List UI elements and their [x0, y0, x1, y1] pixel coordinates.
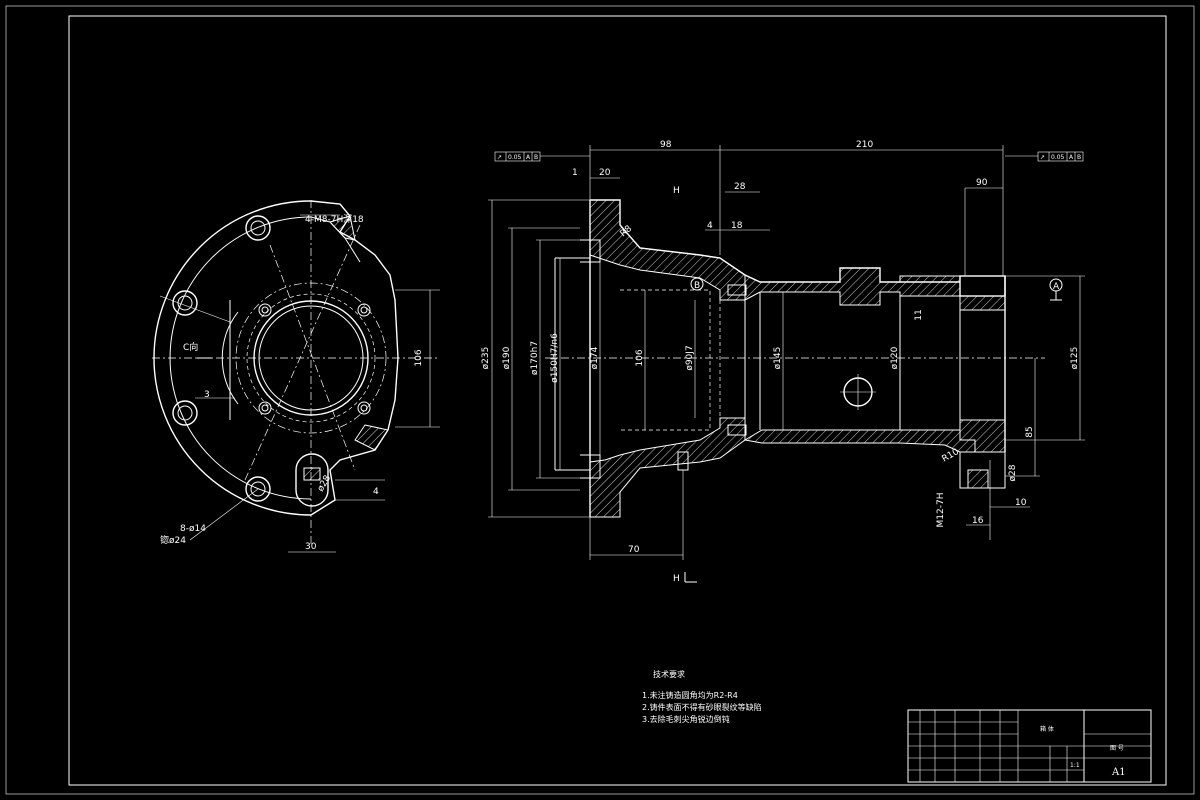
dim-170: ø170h7 [530, 341, 540, 375]
svg-text:A: A [526, 154, 531, 161]
dim-145: ø145 [773, 347, 783, 370]
dim-90: 90 [976, 178, 988, 188]
section-mark-top: H [673, 186, 680, 196]
dim-4-top: 4 [707, 221, 713, 231]
svg-text:0.05: 0.05 [508, 154, 522, 161]
tolerance-frame-right: ↗ 0.05 A B [1005, 151, 1084, 162]
holes-note: 8-ø14 [180, 524, 206, 534]
dim-10: 10 [1015, 498, 1027, 508]
dim-90j7: ø90J7 [685, 345, 695, 370]
tolerance-frame-left: ↗ 0.05 A B [494, 151, 590, 162]
svg-text:A: A [1053, 282, 1060, 292]
outer-border [5, 5, 1195, 795]
scale-value: 1:1 [1070, 762, 1080, 769]
sheet-size: A1 [1111, 767, 1126, 778]
left-view: 106 30 3 4 C向 4-M8-7H深18 ø28 8-ø14 锪ø24 [152, 200, 440, 553]
svg-text:↗: ↗ [497, 154, 502, 161]
dim-235: ø235 [481, 347, 491, 370]
dim-210: 210 [856, 140, 873, 150]
dim-106-left: 106 [414, 349, 424, 366]
svg-text:A: A [1069, 154, 1074, 161]
note-line-2: 2.铸件表面不得有砂眼裂纹等缺陷 [642, 702, 762, 712]
section-mark-bottom: H [673, 574, 680, 584]
dim-85: 85 [1025, 426, 1035, 437]
dim-174: ø174 [590, 346, 600, 369]
drawing-name: 图 号 [1110, 745, 1124, 752]
svg-text:↗: ↗ [1040, 154, 1045, 161]
datum-b-marker [690, 277, 704, 291]
svg-text:0.05: 0.05 [1051, 154, 1065, 161]
dim-106-section: 106 [635, 349, 645, 366]
dim-98: 98 [660, 140, 672, 150]
dim-120: ø120 [890, 346, 900, 369]
svg-text:B: B [694, 281, 700, 291]
dim-28b: ø28 [1008, 464, 1018, 481]
dim-3: 3 [204, 390, 210, 400]
thread-note: 4-M8-7H深18 [305, 214, 364, 225]
dim-70: 70 [628, 545, 640, 555]
inner-border [68, 15, 1167, 786]
dim-30: 30 [305, 542, 317, 552]
dim-1: 1 [572, 168, 578, 178]
svg-text:B: B [1077, 154, 1081, 161]
title-block: 箱 体 图 号 1:1 A1 [907, 709, 1152, 783]
svg-text:B: B [534, 154, 538, 161]
dim-150: ø150H7/n6 [550, 333, 560, 383]
counterbore-note: 锪ø24 [160, 534, 186, 546]
dim-4: 4 [373, 487, 379, 497]
dim-11: 11 [914, 309, 924, 320]
dim-125: ø125 [1070, 347, 1080, 370]
dim-28: 28 [734, 182, 746, 192]
dim-16: 16 [972, 516, 984, 526]
view-mark-c: C向 [183, 341, 198, 353]
dim-20: 20 [599, 168, 611, 178]
dim-18: 18 [731, 221, 743, 231]
note-line-1: 1.未注铸造圆角均为R2-R4 [642, 690, 738, 700]
part-name: 箱 体 [1040, 725, 1054, 733]
dim-190: ø190 [502, 346, 512, 369]
note-line-3: 3.去除毛刺尖角锐边倒钝 [642, 714, 730, 724]
notes-title: 技术要求 [653, 669, 685, 679]
technical-notes: 技术要求 1.未注铸造圆角均为R2-R4 2.铸件表面不得有砂眼裂纹等缺陷 3.… [642, 669, 762, 724]
dim-m12: M12-7H [936, 493, 946, 528]
section-view: 98 210 20 1 28 90 4 18 ↗ 0.05 A B [481, 140, 1085, 584]
